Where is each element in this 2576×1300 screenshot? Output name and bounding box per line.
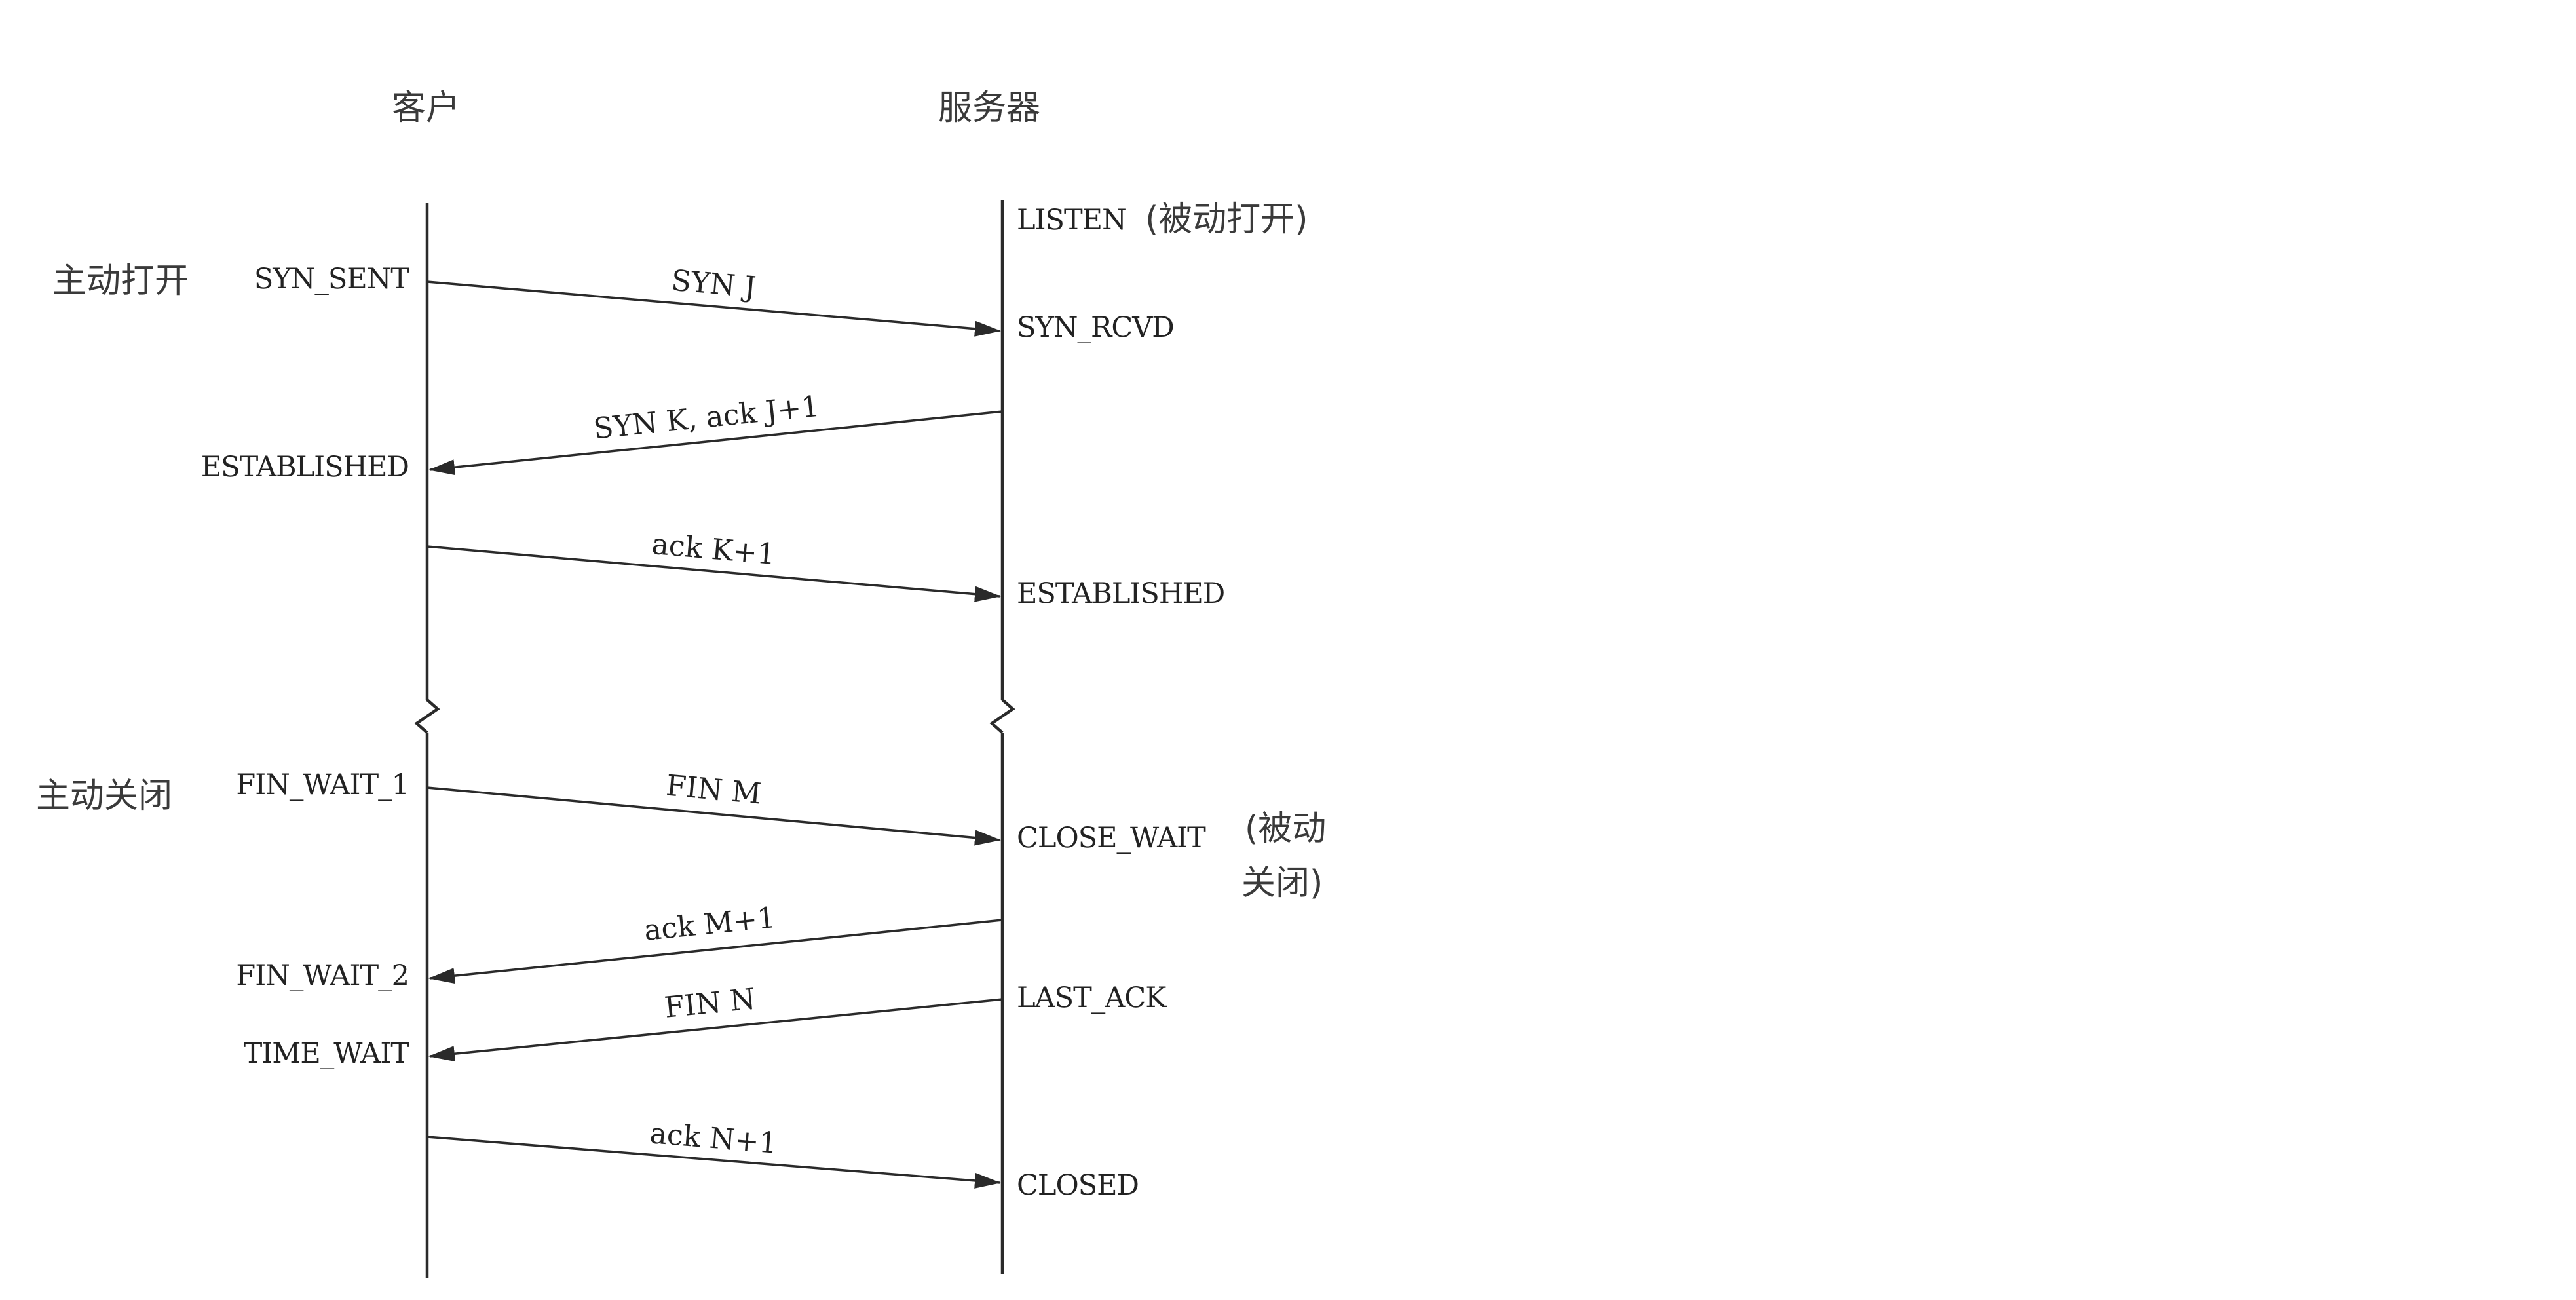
client-state-syn-sent: SYN_SENT: [254, 263, 409, 296]
server-state-listen: LISTEN: [1017, 204, 1126, 237]
arrow-ack-m: [428, 919, 1003, 984]
message-ack-k: ack K+1: [651, 527, 777, 571]
passive-close-label-line1: (被动: [1245, 809, 1326, 849]
client-header: 客户: [392, 88, 460, 128]
active-open-label: 主动打开: [52, 261, 189, 301]
server-state-syn-rcvd: SYN_RCVD: [1017, 311, 1174, 344]
client-state-fin-wait-2: FIN_WAIT_2: [236, 959, 409, 992]
server-header: 服务器: [938, 88, 1040, 128]
client-timeline: [414, 203, 440, 1278]
client-state-established: ESTABLISHED: [201, 451, 409, 484]
server-state-close-wait: CLOSE_WAIT: [1017, 822, 1206, 854]
message-fin-m: FIN M: [665, 769, 763, 811]
passive-open-label: (被动打开): [1145, 200, 1308, 239]
message-ack-m: ack M+1: [643, 901, 778, 947]
client-state-fin-wait-1: FIN_WAIT_1: [236, 769, 409, 801]
active-close-label: 主动关闭: [36, 776, 172, 816]
server-state-last-ack: LAST_ACK: [1017, 982, 1167, 1014]
arrow-ack-k: [426, 545, 1001, 602]
arrow-syn-k-ack: [428, 410, 1003, 476]
arrow-fin-m: [426, 786, 1001, 846]
message-ack-n: ack N+1: [649, 1117, 778, 1160]
arrow-fin-n: [428, 998, 1003, 1062]
server-state-established: ESTABLISHED: [1017, 577, 1224, 610]
message-syn-k-ack: SYN K, ack J+1: [592, 390, 822, 446]
arrow-syn-j: [426, 280, 1001, 337]
passive-close-label-line2: 关闭): [1241, 864, 1323, 903]
client-state-time-wait: TIME_WAIT: [244, 1037, 410, 1070]
message-fin-n: FIN N: [663, 982, 757, 1025]
server-state-closed: CLOSED: [1017, 1169, 1139, 1202]
server-timeline: [989, 200, 1015, 1274]
message-syn-j: SYN J: [670, 264, 757, 305]
arrow-ack-n: [426, 1136, 1001, 1189]
